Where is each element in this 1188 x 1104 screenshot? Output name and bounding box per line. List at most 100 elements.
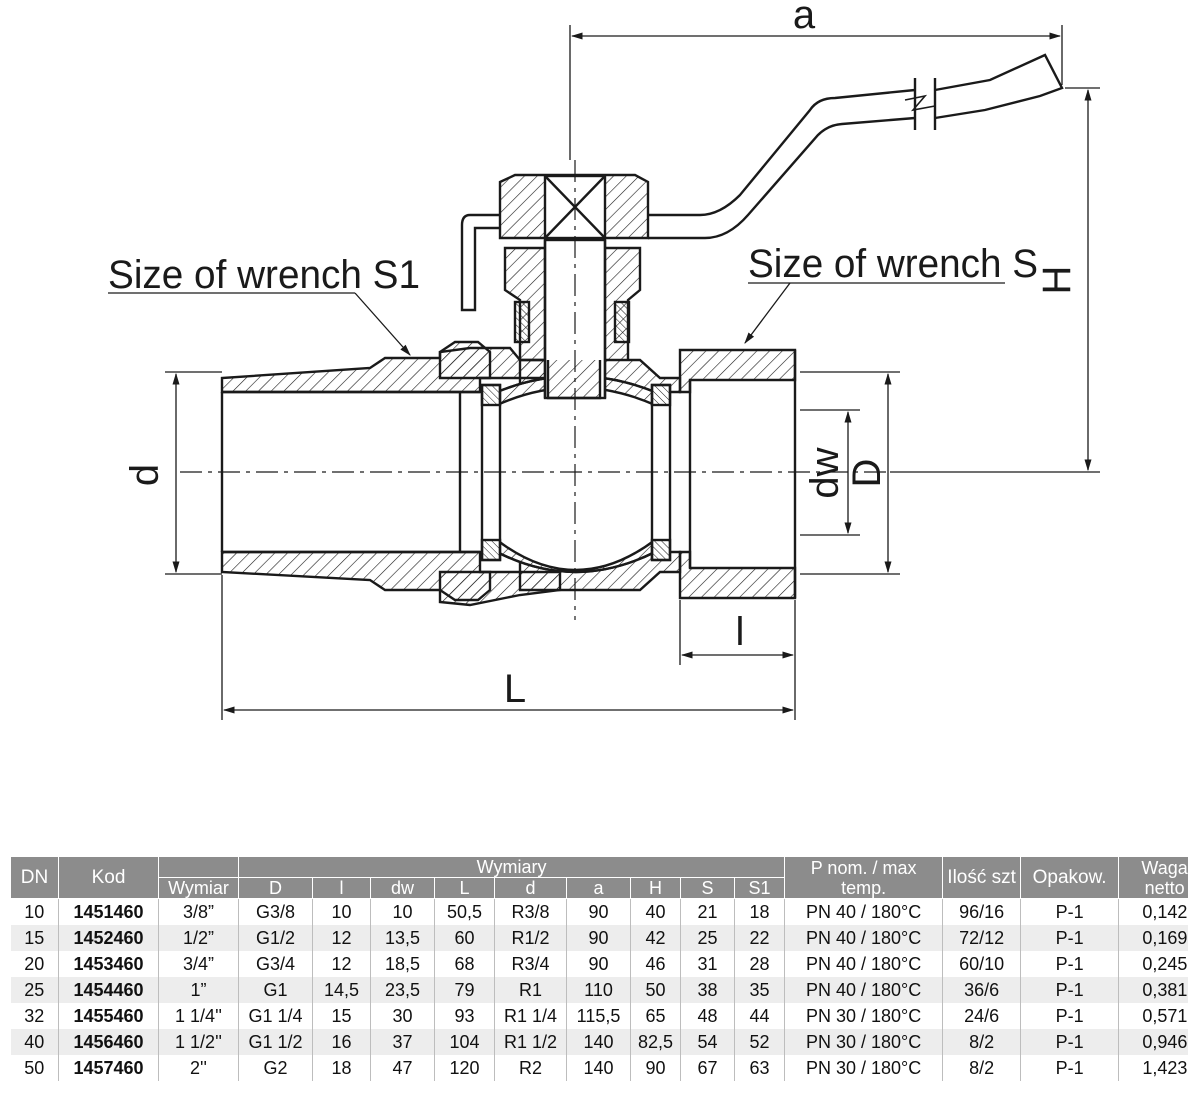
table-cell: P-1 [1020, 1055, 1119, 1081]
header-ilosc: Ilość szt [942, 856, 1022, 899]
table-cell: 50 [24, 1058, 45, 1078]
dim-label-a: a [793, 0, 816, 37]
table-cell: 1” [158, 977, 239, 1003]
subheader-0: Wymiar [158, 877, 239, 899]
table-cell: 13,5 [370, 925, 435, 951]
table-cell: 1/2” [158, 925, 239, 951]
table-cell: 0,571 [1118, 1003, 1188, 1029]
table-cell: G3/8 [238, 898, 313, 925]
dim-label-D: D [845, 459, 889, 488]
table-cell: 1451460 [58, 898, 159, 925]
table-cell: G2 [238, 1055, 313, 1081]
subheader-8: S [680, 877, 735, 899]
table-cell: 36/6 [942, 977, 1021, 1003]
table-cell: R1/2 [494, 925, 567, 951]
dim-label-L: L [504, 667, 526, 711]
table-cell: 38 [680, 977, 735, 1003]
table-cell: 10 [312, 898, 371, 925]
table-cell: 140 [566, 1029, 631, 1055]
table-cell: 90 [630, 1055, 681, 1081]
table-cell: 67 [680, 1055, 735, 1081]
table-cell: PN 40 / 180°C [784, 951, 943, 977]
table-cell: 8/2 [942, 1029, 1021, 1055]
table-cell: G1 1/2 [238, 1029, 313, 1055]
subheader-4: L [434, 877, 495, 899]
table-cell: R2 [494, 1055, 567, 1081]
table-cell: 16 [312, 1029, 371, 1055]
subheader-5: d [494, 877, 567, 899]
table-cell: 1 1/4'' [158, 1003, 239, 1029]
table-cell: 54 [680, 1029, 735, 1055]
table-cell: 10 [370, 898, 435, 925]
table-cell: 1456460 [58, 1029, 159, 1055]
dim-label-dw: dw [803, 447, 847, 498]
table-cell: 0,946 [1118, 1029, 1188, 1055]
dim-label-l: l [736, 610, 745, 654]
table-cell: 0,381 [1118, 977, 1188, 1003]
table-cell: 60/10 [942, 951, 1021, 977]
table-cell: 60 [434, 925, 495, 951]
table-cell: P-1 [1020, 898, 1119, 925]
table-cell: 30 [370, 1003, 435, 1029]
table-cell: 0,169 [1118, 925, 1188, 951]
table-cell: 24/6 [942, 1003, 1021, 1029]
table-cell: 25 [10, 977, 59, 1003]
subheader-7: H [630, 877, 681, 899]
valve-drawing: a H d dw D l L Size of wrench S1 Size of… [108, 0, 1100, 720]
table-cell: 40 [10, 1029, 59, 1055]
table-cell: PN 40 / 180°C [784, 925, 943, 951]
table-cell: 18 [733, 898, 785, 925]
table-cell: 31 [680, 951, 735, 977]
table-cell: 68 [434, 951, 495, 977]
table-cell: 0,142 [1118, 898, 1188, 925]
table-cell: G1 1/4 [238, 1003, 313, 1029]
table-cell: R1 1/4 [494, 1003, 567, 1029]
table-cell: R3/4 [494, 951, 567, 977]
table-cell: 72/12 [942, 925, 1021, 951]
table-cell: 1452460 [58, 925, 159, 951]
table-cell: 14,5 [312, 977, 371, 1003]
subheader-9: S1 [733, 877, 786, 899]
table-cell: 3/8” [158, 898, 239, 925]
subheader-2: l [312, 877, 371, 899]
table-cell: 12 [312, 925, 371, 951]
table-cell: G1 [238, 977, 313, 1003]
table-cell: 37 [370, 1029, 435, 1055]
table-cell: 52 [733, 1029, 785, 1055]
header-opakow: Opakow. [1020, 856, 1120, 899]
table-cell: 35 [733, 977, 785, 1003]
wrench-s1-label: Size of wrench S1 [108, 253, 420, 297]
table-cell: PN 40 / 180°C [784, 977, 943, 1003]
subheader-3: dw [370, 877, 435, 899]
table-cell: 32 [24, 1006, 45, 1026]
table-cell: 46 [630, 951, 681, 977]
subheader-1: D [238, 877, 313, 899]
table-cell: 44 [733, 1003, 785, 1029]
dim-label-d: d [123, 464, 167, 486]
table-cell: 90 [566, 898, 631, 925]
table-cell: 12 [312, 951, 371, 977]
table-cell: 47 [370, 1055, 435, 1081]
table-cell: 96/16 [942, 898, 1021, 925]
dimension-lines [108, 25, 1100, 720]
table-cell: 115,5 [566, 1003, 631, 1029]
table-cell: 18 [312, 1055, 371, 1081]
table-cell: 79 [434, 977, 495, 1003]
table-cell: 25 [680, 925, 735, 951]
table-cell: 140 [566, 1055, 631, 1081]
header-wymiary: Wymiary [237, 856, 786, 878]
table-cell: 93 [434, 1003, 495, 1029]
header-blank [158, 856, 239, 878]
table-cell: PN 40 / 180°C [784, 898, 943, 925]
table-cell: G3/4 [238, 951, 313, 977]
wrench-s-label: Size of wrench S [748, 242, 1038, 286]
table-cell: 42 [630, 925, 681, 951]
centerlines [180, 160, 890, 620]
table-cell: 82,5 [630, 1029, 681, 1055]
table-cell: 50 [630, 977, 681, 1003]
